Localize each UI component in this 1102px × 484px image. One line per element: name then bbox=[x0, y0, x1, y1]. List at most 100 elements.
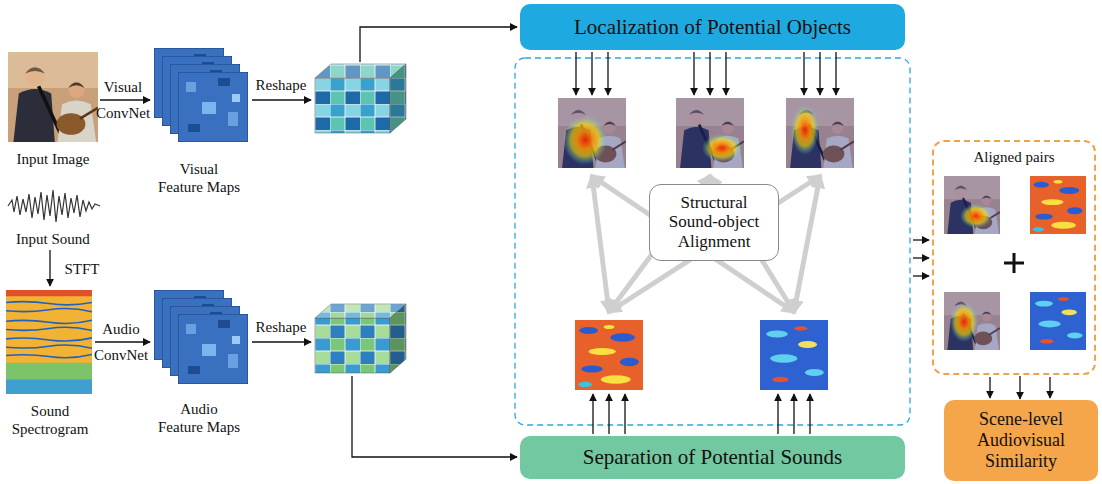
audio-feature-cube bbox=[315, 304, 406, 373]
audio-feature-cube bbox=[390, 304, 406, 373]
alignment-box: Structural Sound-object Alignment bbox=[649, 184, 779, 261]
flow-arrow bbox=[913, 257, 929, 258]
image-caption: Input Image bbox=[3, 150, 103, 168]
sound-waveform bbox=[8, 190, 100, 222]
input-spectrogram bbox=[6, 290, 92, 394]
aligned-pair-image bbox=[950, 302, 978, 342]
spectrogram-caption: Sound Spectrogram bbox=[12, 403, 89, 437]
text-block: Localization of Potential Objects bbox=[574, 15, 851, 39]
arrow-label: Reshape bbox=[256, 319, 307, 335]
arrow-label: Reshape bbox=[246, 318, 316, 336]
aligned-pair-image bbox=[944, 176, 1000, 234]
input-spectrogram bbox=[6, 290, 92, 394]
flow-arrow bbox=[95, 341, 150, 342]
sound-waveform bbox=[8, 190, 100, 222]
aligned-pair-image bbox=[1030, 292, 1086, 350]
flow-arrow bbox=[693, 52, 694, 95]
flow-arrow bbox=[252, 341, 311, 342]
arrow-label: Visual ConvNet bbox=[96, 79, 150, 121]
flow-arrow bbox=[50, 27, 517, 457]
flow-arrow bbox=[576, 52, 1050, 434]
arrow-label: Reshape bbox=[246, 76, 316, 94]
flow-arrow bbox=[819, 52, 820, 95]
alignment-arrow bbox=[592, 176, 609, 312]
arrow-label: Reshape bbox=[256, 77, 307, 93]
heatmap-image bbox=[558, 98, 626, 168]
feature-caption: Visual Feature Maps bbox=[158, 161, 240, 195]
aligned-pair-image bbox=[944, 176, 1000, 234]
visual-feature-cube bbox=[315, 78, 390, 133]
arrow-label: Audio ConvNet bbox=[94, 321, 148, 363]
alignment-arrow bbox=[794, 176, 820, 312]
arrow-label: Visual ConvNet bbox=[91, 74, 155, 126]
node-text: Aligned pairs bbox=[973, 149, 1054, 166]
node-text: Scene-level Audiovisual Similarity bbox=[954, 409, 1088, 471]
flow-arrow bbox=[575, 52, 576, 95]
dashed-region bbox=[515, 58, 910, 425]
heatmap-image bbox=[786, 98, 854, 168]
output-box: Scene-level Audiovisual Similarity bbox=[944, 400, 1098, 481]
heatmap-image bbox=[702, 134, 742, 162]
visual-feature-cube bbox=[315, 64, 406, 133]
feature-caption: Audio Feature Maps bbox=[156, 400, 242, 436]
heatmap-image bbox=[558, 98, 626, 168]
node-text: Structural Sound-object Alignment bbox=[659, 193, 769, 252]
visual-feature-cube bbox=[390, 64, 406, 133]
flow-arrow bbox=[803, 52, 804, 95]
flow-arrow bbox=[592, 394, 593, 434]
flow-arrow bbox=[725, 52, 726, 95]
flow-arrow bbox=[352, 376, 517, 457]
arrow-label: STFT bbox=[57, 260, 107, 278]
aligned-pair-image bbox=[944, 176, 1086, 350]
sound-caption: Input Sound bbox=[3, 230, 103, 248]
flow-arrow bbox=[607, 52, 608, 95]
flow-connector bbox=[1019, 376, 1020, 399]
audio-feature-cube bbox=[390, 304, 406, 373]
flow-arrow bbox=[624, 394, 625, 434]
separated-spectrogram bbox=[760, 320, 828, 390]
audio-feature-maps bbox=[154, 290, 248, 384]
heatmap-image bbox=[676, 98, 744, 168]
node-text: Localization of Potential Objects bbox=[574, 15, 851, 39]
input-photo bbox=[8, 52, 98, 142]
visual-feature-cube bbox=[390, 64, 406, 133]
audio-feature-cube bbox=[315, 318, 390, 373]
text-block: Structural Sound-object Alignment bbox=[659, 193, 769, 252]
flow-arrow bbox=[835, 52, 836, 95]
visual-feature-maps bbox=[154, 48, 248, 142]
heatmap-image bbox=[791, 105, 819, 155]
module-box: Localization of Potential Objects bbox=[520, 4, 905, 50]
heatmap-image bbox=[676, 98, 744, 168]
text-block: Separation of Potential Sounds bbox=[583, 445, 843, 469]
alignment-arrow bbox=[592, 176, 820, 312]
flow-arrow bbox=[252, 99, 311, 100]
arrow-label: Audio ConvNet bbox=[89, 316, 153, 368]
module-box: Separation of Potential Sounds bbox=[520, 436, 905, 479]
visual-feature-maps bbox=[178, 72, 248, 142]
plus-symbol bbox=[1004, 253, 1024, 273]
aligned-pair-image bbox=[1030, 176, 1086, 234]
audio-feature-maps bbox=[178, 314, 248, 384]
text-block: Scene-level Audiovisual Similarity bbox=[954, 409, 1088, 471]
flow-arrow bbox=[809, 394, 810, 434]
arrow-label: STFT bbox=[64, 261, 99, 277]
sound-caption: Input Sound bbox=[16, 231, 90, 247]
pairs-group: Aligned pairs bbox=[932, 140, 1096, 375]
heatmap-image bbox=[786, 98, 854, 168]
flow-arrow bbox=[591, 52, 592, 95]
flow-arrow bbox=[608, 394, 609, 434]
feature-caption: Audio Feature Maps bbox=[158, 401, 240, 435]
heatmap-image bbox=[563, 115, 607, 165]
flow-arrow bbox=[989, 377, 990, 398]
flow-arrow bbox=[100, 99, 150, 100]
aligned-pair-image bbox=[960, 204, 992, 228]
feature-caption: Visual Feature Maps bbox=[156, 160, 242, 196]
input-photo bbox=[8, 52, 98, 142]
alignment-arrow bbox=[609, 176, 820, 312]
text-block: Aligned pairs bbox=[973, 149, 1054, 166]
spectrogram-caption: Sound Spectrogram bbox=[4, 402, 96, 438]
flow-arrow bbox=[709, 52, 710, 95]
